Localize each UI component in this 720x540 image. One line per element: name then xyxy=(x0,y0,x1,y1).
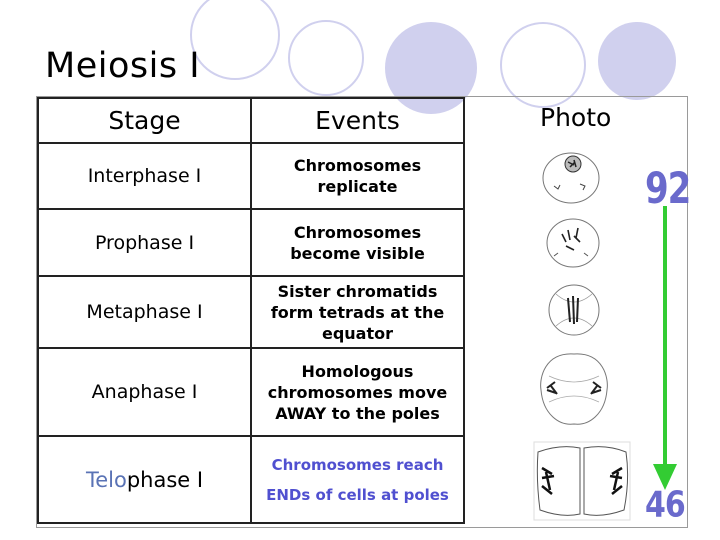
prophase-cell-image xyxy=(546,218,600,268)
event-line: equator xyxy=(321,323,394,343)
stage-cell: Anaphase I xyxy=(39,349,250,435)
event-line: form tetrads at the xyxy=(270,302,445,322)
decor-circle xyxy=(500,22,586,108)
stage-label: Anaphase I xyxy=(91,381,198,403)
stage-label: Prophase I xyxy=(94,231,195,254)
header-stage: Stage xyxy=(108,106,181,135)
event-line: Chromosomes xyxy=(293,222,422,242)
header-photo: Photo xyxy=(540,103,612,132)
metaphase-cell-image xyxy=(548,284,600,336)
events-cell: Sister chromatids form tetrads at the eq… xyxy=(252,277,463,347)
stage-cell: Metaphase I xyxy=(39,277,250,347)
interphase-cell-image xyxy=(542,152,600,204)
slide-frame xyxy=(36,96,688,528)
event-line: become visible xyxy=(290,243,425,263)
events-cell: Chromosomes become visible xyxy=(252,210,463,275)
stage-label: Metaphase I xyxy=(86,301,203,323)
chromosome-count-start: 92 xyxy=(645,164,691,214)
stage-cell: Prophase I xyxy=(39,210,250,275)
event-line: chromosomes move xyxy=(267,382,448,402)
stage-cell: Interphase I xyxy=(39,144,250,208)
stage-label: phase I xyxy=(126,467,204,492)
event-line: Chromosomes reach xyxy=(271,455,444,474)
telophase-cell-image xyxy=(533,441,631,521)
events-cell: Chromosomes reach ENDs of cells at poles xyxy=(252,437,463,522)
event-line: Sister chromatids xyxy=(277,281,438,301)
event-line: AWAY to the poles xyxy=(275,403,440,423)
decor-circle xyxy=(288,20,364,96)
anaphase-cell-image xyxy=(540,353,608,425)
slide-title: Meiosis I xyxy=(45,46,201,86)
stage-table: Stage Events Interphase I Chromosomes re… xyxy=(37,97,465,524)
events-cell: Chromosomes replicate xyxy=(252,144,463,208)
event-line: Chromosomes xyxy=(293,156,422,175)
event-line: replicate xyxy=(317,177,398,196)
decor-circle xyxy=(598,22,676,100)
stage-label-telo: Telo xyxy=(85,467,127,492)
events-cell: Homologous chromosomes move AWAY to the … xyxy=(252,349,463,435)
header-events: Events xyxy=(315,106,400,135)
chromosome-count-end: 46 xyxy=(645,484,686,526)
stage-label: Interphase I xyxy=(87,165,202,187)
arrow-down-icon xyxy=(653,206,677,490)
event-line: ENDs of cells at poles xyxy=(266,485,449,504)
event-line: Homologous xyxy=(301,361,414,381)
col-divider xyxy=(250,99,252,522)
decor-circle xyxy=(190,0,280,80)
